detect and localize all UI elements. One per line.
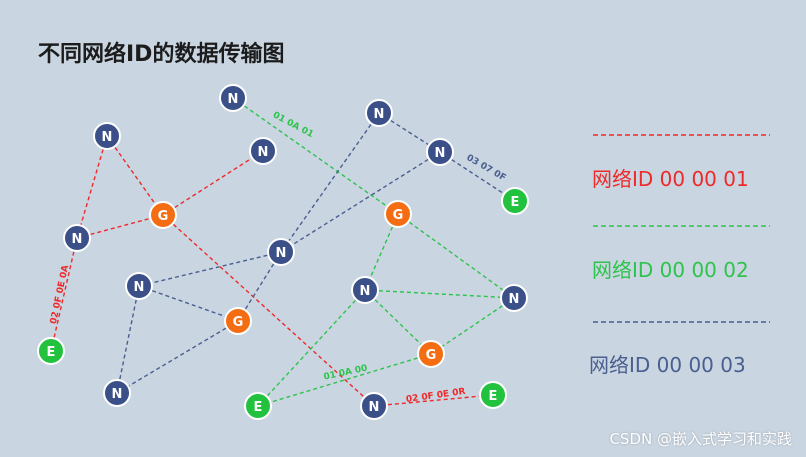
edge-n2-g1 [106,135,164,216]
edge-n1-g2 [232,97,399,215]
watermark: CSDN @嵌入式学习和实践 [609,430,792,448]
node-label: G [426,348,437,363]
edge-n10-n11 [364,289,515,299]
node-circle [224,307,252,335]
node-label: G [393,208,404,223]
node-circle [93,122,121,150]
node-label: N [258,145,269,160]
node-label: N [276,246,287,261]
legend-label-net3: 网络ID 00 00 03 [589,353,746,377]
normal-node-n10: N [351,276,379,304]
node-circle [501,187,529,215]
node-circle [365,99,393,127]
edge-g4-e3 [257,353,432,407]
edge-g1-n12 [162,214,375,407]
normal-node-n3: N [365,99,393,127]
gateway-node-g1: G [149,201,177,229]
edge-label-n1-g2: 01 0A 01 [271,110,315,140]
edge-g2-n11 [397,213,515,299]
edge-g3-n6 [116,320,239,394]
node-circle [500,284,528,312]
node-label: E [47,345,56,360]
edges-layer [50,97,516,407]
edge-label-n8-e1: 02 0F 0E 0A [49,264,71,325]
node-label: N [435,146,446,161]
edge-n8-g1 [76,214,164,239]
end-node-e3: E [244,392,272,420]
edge-n10-g4 [364,289,432,355]
node-label: N [134,280,145,295]
legend: 网络ID 00 00 01 网络ID 00 00 02 网络ID 00 00 03 [589,134,770,377]
node-label: E [489,389,498,404]
node-label: N [72,232,83,247]
node-circle [149,201,177,229]
edge-n3-n5 [378,112,441,153]
node-label: N [102,130,113,145]
node-circle [244,392,272,420]
edge-n3-n7 [280,112,380,253]
node-circle [249,137,277,165]
node-circle [125,272,153,300]
gateway-node-g4: G [417,340,445,368]
node-label: N [360,284,371,299]
node-circle [360,392,388,420]
normal-node-n9: N [125,272,153,300]
legend-label-net1: 网络ID 00 00 01 [592,167,749,191]
normal-node-n4: N [249,137,277,165]
node-label: N [112,387,123,402]
node-circle [103,379,131,407]
edge-n5-n7 [280,151,441,253]
edge-n7-n9 [138,251,282,287]
diagram-title: 不同网络ID的数据传输图 [38,42,285,67]
node-circle [351,276,379,304]
normal-node-n1: N [219,84,247,112]
node-label: N [509,292,520,307]
node-label: G [158,209,169,224]
edge-n8-e1 [50,237,78,352]
node-circle [219,84,247,112]
legend-label-net2: 网络ID 00 00 02 [592,258,749,282]
edge-n5-e2 [439,151,516,202]
node-label: N [374,107,385,122]
node-label: E [511,195,520,210]
edge-n9-g3 [138,285,239,322]
node-label: G [233,315,244,330]
normal-node-n12: N [360,392,388,420]
normal-node-n11: N [500,284,528,312]
node-circle [426,138,454,166]
node-circle [37,337,65,365]
edge-n12-e4 [373,394,494,407]
gateway-node-g2: G [384,200,412,228]
edge-n11-g4 [430,297,515,355]
edge-n2-n8 [76,135,108,239]
normal-node-n6: N [103,379,131,407]
gateway-node-g3: G [224,307,252,335]
node-circle [63,224,91,252]
node-label: N [228,92,239,107]
node-circle [479,381,507,409]
end-node-e1: E [37,337,65,365]
edge-n10-e3 [257,289,366,407]
node-circle [417,340,445,368]
edge-g1-n4 [162,150,264,216]
edge-label-n5-e2: 03 07 0F [465,153,508,184]
node-circle [267,238,295,266]
edge-n9-n6 [116,285,140,394]
end-node-e4: E [479,381,507,409]
end-node-e2: E [501,187,529,215]
node-circle [384,200,412,228]
nodes-layer: N N N N N N N N N N N N G G G G E E E E [37,84,529,420]
edge-label-n12-e4: 02 0F 0E 0R [405,387,466,405]
normal-node-n2: N [93,122,121,150]
normal-node-n8: N [63,224,91,252]
node-label: E [254,400,263,415]
normal-node-n7: N [267,238,295,266]
node-label: N [369,400,380,415]
normal-node-n5: N [426,138,454,166]
